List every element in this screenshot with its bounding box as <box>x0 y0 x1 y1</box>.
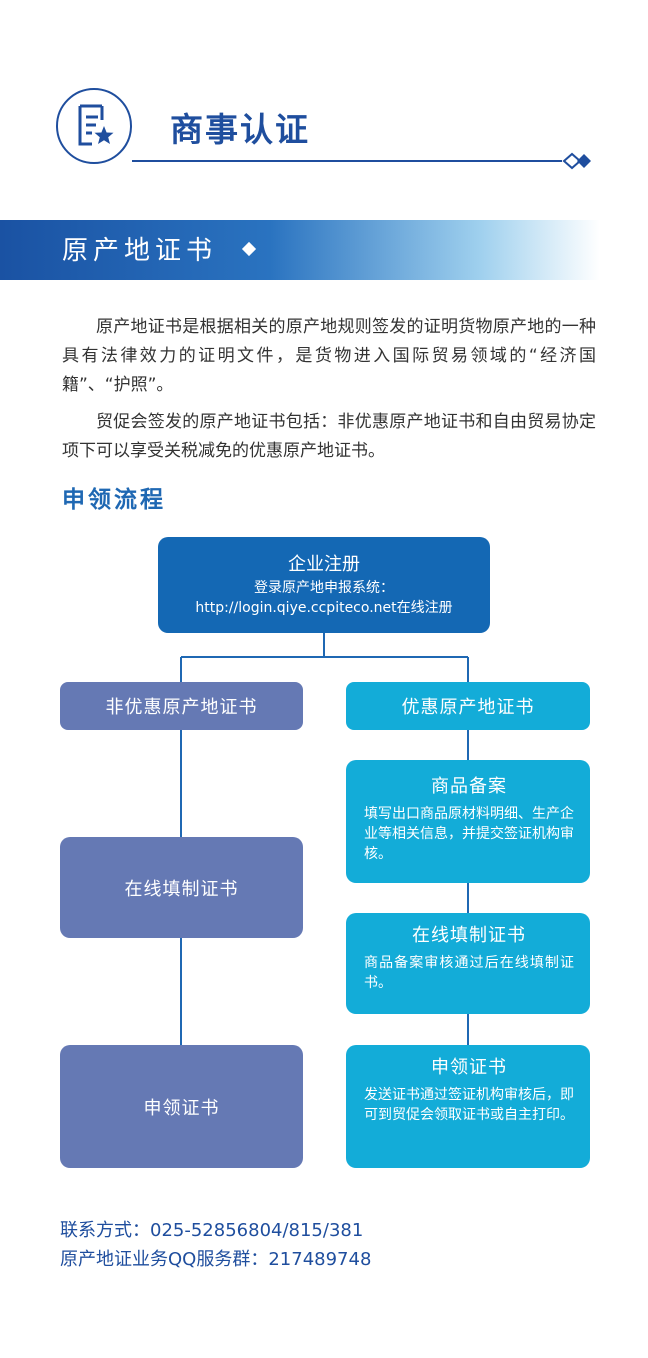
preferential-apply-step: 申领证书 发送证书通过签证机构审核后，即可到贸促会领取证书或自主打印。 <box>346 1045 590 1168</box>
apply-step-title: 申领证书 <box>431 1057 507 1078</box>
header-divider <box>132 152 591 170</box>
register-title: 企业注册 <box>288 554 360 575</box>
register-line-1: 登录原产地申报系统： <box>254 580 394 596</box>
process-heading: 申领流程 <box>62 487 166 513</box>
non-preferential-fill-step: 在线填制证书 <box>60 837 303 938</box>
non-preferential-apply-step: 申领证书 <box>60 1045 303 1168</box>
section-banner <box>0 220 600 280</box>
fill-step-title: 在线填制证书 <box>412 925 526 946</box>
non-preferential-pill: 非优惠原产地证书 <box>60 682 303 730</box>
certificate-star-icon <box>78 104 114 146</box>
record-step-title: 商品备案 <box>431 776 507 797</box>
contact-qq-group: 原产地证业务QQ服务群：217489748 <box>60 1249 372 1270</box>
preferential-record-step: 商品备案 填写出口商品原材料明细、生产企业等相关信息，并提交签证机构审核。 <box>346 760 590 883</box>
preferential-pill: 优惠原产地证书 <box>346 682 590 730</box>
section-title: 原产地证书 <box>62 236 218 266</box>
preferential-fill-step: 在线填制证书 商品备案审核通过后在线填制证书。 <box>346 913 590 1014</box>
register-url: http://login.qiye.ccpiteco.net在线注册 <box>195 600 453 616</box>
register-step-box: 企业注册 登录原产地申报系统： http://login.qiye.ccpite… <box>158 537 490 633</box>
certificate-logo <box>56 88 132 164</box>
apply-step-desc: 发送证书通过签证机构审核后，即可到贸促会领取证书或自主打印。 <box>364 1087 574 1123</box>
scope-paragraph: 贸促会签发的原产地证书包括：非优惠原产地证书和自由贸易协定项下可以享受关税减免的… <box>62 412 596 461</box>
intro-paragraph: 原产地证书是根据相关的原产地规则签发的证明货物原产地的一种具有法律效力的证明文件… <box>62 317 596 395</box>
contact-phone: 联系方式：025-52856804/815/381 <box>60 1220 364 1241</box>
fill-step-desc: 商品备案审核通过后在线填制证书。 <box>364 955 574 991</box>
page-title: 商事认证 <box>170 110 310 149</box>
record-step-desc: 填写出口商品原材料明细、生产企业等相关信息，并提交签证机构审核。 <box>364 806 574 862</box>
